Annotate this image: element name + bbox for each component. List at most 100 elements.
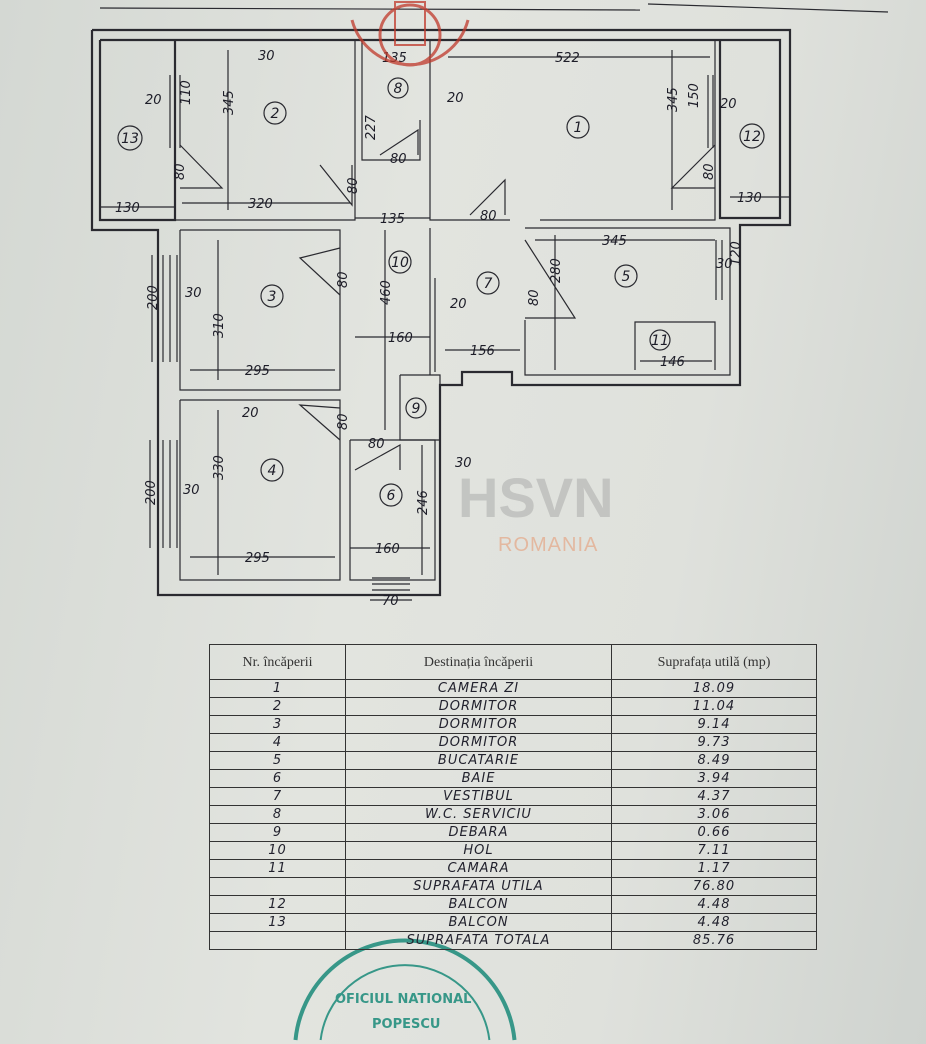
room-destination: SUPRAFATA TOTALA xyxy=(345,931,612,950)
watermark: HSVN ROMANIA xyxy=(458,466,614,557)
dimension-label: 156 xyxy=(470,344,495,359)
outer-walls xyxy=(90,28,792,597)
room-destination: HOL xyxy=(345,841,612,860)
dimension-label: 200 xyxy=(144,480,159,505)
dimension-label: 80 xyxy=(702,163,717,180)
dimension-label: 130 xyxy=(115,201,140,216)
dimension-label: 246 xyxy=(416,490,431,515)
dimension-label: 160 xyxy=(388,331,413,346)
dimension-label: 295 xyxy=(245,364,270,379)
room-number: 5 xyxy=(209,751,346,770)
room-destination: DORMITOR xyxy=(345,733,612,752)
dimension-label: 320 xyxy=(248,197,273,212)
cadastre-stamp-top xyxy=(350,1,470,67)
dimension-label: 150 xyxy=(687,83,702,108)
dimension-label: 5 xyxy=(622,269,631,285)
room-area: 4.48 xyxy=(611,895,817,914)
dimension-labels: 30 135 522 20 110 345 227 20 345 150 20 … xyxy=(115,49,762,609)
room-destination: BALCON xyxy=(345,913,612,932)
room-area: 3.94 xyxy=(611,769,817,788)
room-destination: W.C. SERVICIU xyxy=(345,805,612,824)
dimension-label: 20 xyxy=(145,93,162,108)
room-area: 3.06 xyxy=(611,805,817,824)
room-11: 11 xyxy=(649,329,671,351)
dimension-label: 295 xyxy=(245,551,270,566)
room-destination: BUCATARIE xyxy=(345,751,612,770)
room-labels: 1 2 3 4 5 6 7 8 9 10 11 12 13 xyxy=(117,77,765,507)
dimension-label: 13 xyxy=(121,131,139,147)
room-13: 13 xyxy=(117,125,143,151)
dimension-label: 30 xyxy=(258,49,275,64)
room-area: 18.09 xyxy=(611,679,817,698)
dimension-label: 20 xyxy=(242,406,259,421)
room-9: 9 xyxy=(405,397,427,419)
cadastre-stamp-bottom: OFICIUL NATIONAL POPESCU xyxy=(293,938,517,1041)
dimension-label: 135 xyxy=(380,212,405,227)
dimension-label: 345 xyxy=(666,87,681,112)
dimension-label: 2 xyxy=(271,106,280,122)
room-number: 10 xyxy=(209,841,346,860)
dimension-label: 227 xyxy=(364,114,379,140)
room-destination: BALCON xyxy=(345,895,612,914)
room-area: 85.76 xyxy=(611,931,817,950)
room-number: 1 xyxy=(209,679,346,698)
dimension-label: 20 xyxy=(450,297,467,312)
dimension-label: 70 xyxy=(382,594,399,609)
room-7: 7 xyxy=(476,271,500,295)
dimension-label: 330 xyxy=(212,455,227,480)
room-5: 5 xyxy=(614,264,638,288)
room-area: 4.37 xyxy=(611,787,817,806)
room-number: 13 xyxy=(209,913,346,932)
room-destination: BAIE xyxy=(345,769,612,788)
dimension-label: 1 xyxy=(574,120,583,136)
dimension-label: 20 xyxy=(447,91,464,106)
dimension-label: 460 xyxy=(379,280,394,305)
room-number: 2 xyxy=(209,697,346,716)
col-header-area: Suprafața utilă (mp) xyxy=(611,644,817,680)
dimension-label: 7 xyxy=(484,276,493,292)
table-header-row: Nr. încăperii Destinația încăperii Supra… xyxy=(209,644,817,680)
col-header-destination: Destinația încăperii xyxy=(345,644,612,680)
dimension-label: 345 xyxy=(602,234,627,249)
room-4: 4 xyxy=(260,458,284,482)
dimension-label: 9 xyxy=(412,401,421,417)
dimension-label: 80 xyxy=(336,271,351,288)
dimension-label: 3 xyxy=(268,289,277,305)
room-area: 7.11 xyxy=(611,841,817,860)
room-3: 3 xyxy=(260,284,284,308)
room-2: 2 xyxy=(263,101,287,125)
room-destination: CAMERA ZI xyxy=(345,679,612,698)
dimension-label: 120 xyxy=(729,241,744,266)
dimension-label: 80 xyxy=(480,209,497,224)
room-number: 9 xyxy=(209,823,346,842)
room-area: 0.66 xyxy=(611,823,817,842)
dimension-lines xyxy=(100,50,790,601)
dimension-label: 11 xyxy=(651,333,669,349)
room-number: 8 xyxy=(209,805,346,824)
stamp-text-office: OFICIUL NATIONAL xyxy=(335,992,471,1007)
room-area: 11.04 xyxy=(611,697,817,716)
room-number: 6 xyxy=(209,769,346,788)
room-number xyxy=(209,931,346,950)
room-destination: CAMARA xyxy=(345,859,612,878)
dimension-label: 310 xyxy=(212,313,227,338)
dimension-label: 8 xyxy=(394,81,403,97)
room-number: 12 xyxy=(209,895,346,914)
dimension-label: 110 xyxy=(179,80,194,105)
room-area: 76.80 xyxy=(611,877,817,896)
dimension-label: 80 xyxy=(368,437,385,452)
room-number: 4 xyxy=(209,733,346,752)
dimension-label: 80 xyxy=(346,177,361,194)
stamp-text-name: POPESCU xyxy=(372,1017,440,1032)
